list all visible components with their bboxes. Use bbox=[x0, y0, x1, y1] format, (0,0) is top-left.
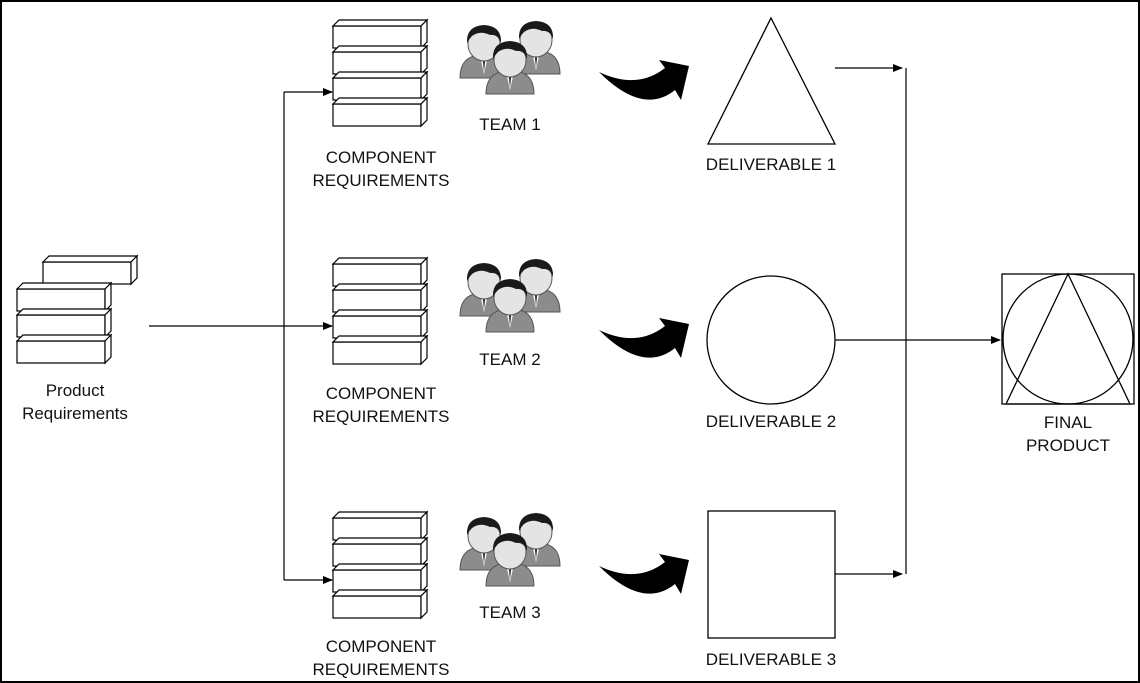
final-product-line1: FINAL bbox=[1043, 413, 1093, 432]
curved-arrow-icon-2 bbox=[599, 318, 689, 358]
team-1-people-icon bbox=[460, 21, 560, 94]
team-3-people-icon bbox=[460, 513, 560, 586]
branch-connectors bbox=[149, 88, 333, 584]
component-requirements-icon-2 bbox=[332, 257, 428, 365]
curved-arrow-icon-1 bbox=[599, 60, 689, 100]
deliverable-3-label: DELIVERABLE 3 bbox=[705, 650, 837, 669]
product-requirements-line1: Product bbox=[45, 381, 105, 400]
component-label-line1: COMPONENT bbox=[325, 384, 437, 403]
product-requirements-icon bbox=[16, 255, 138, 364]
final-product-icon bbox=[1001, 272, 1135, 405]
deliverable-2-label: DELIVERABLE 2 bbox=[705, 412, 837, 431]
deliverable-3-square bbox=[707, 510, 836, 639]
team-2-label: TEAM 2 bbox=[479, 350, 541, 369]
component-label-line2: REQUIREMENTS bbox=[312, 407, 450, 426]
component-requirements-icon-3 bbox=[332, 511, 428, 619]
final-product-line2: PRODUCT bbox=[1025, 436, 1111, 455]
deliverable-1-triangle bbox=[706, 16, 837, 145]
deliverable-1-label: DELIVERABLE 1 bbox=[705, 155, 837, 174]
component-label-line2: REQUIREMENTS bbox=[312, 171, 450, 190]
team-3-label: TEAM 3 bbox=[479, 603, 541, 622]
component-requirements-label-1: COMPONENT REQUIREMENTS bbox=[300, 146, 462, 192]
component-label-line1: COMPONENT bbox=[325, 148, 437, 167]
team-2-people-icon bbox=[460, 259, 560, 332]
component-requirements-icon-1 bbox=[332, 19, 428, 127]
component-label-line2: REQUIREMENTS bbox=[312, 660, 450, 679]
merge-connectors bbox=[835, 64, 1001, 578]
product-requirements-label: Product Requirements bbox=[8, 379, 142, 425]
final-product-label: FINAL PRODUCT bbox=[998, 411, 1138, 457]
component-requirements-label-2: COMPONENT REQUIREMENTS bbox=[300, 382, 462, 428]
product-requirements-line2: Requirements bbox=[22, 404, 128, 423]
curved-arrow-icon-3 bbox=[599, 554, 689, 594]
component-requirements-label-3: COMPONENT REQUIREMENTS bbox=[300, 635, 462, 681]
component-label-line1: COMPONENT bbox=[325, 637, 437, 656]
deliverable-2-circle bbox=[706, 275, 836, 405]
team-1-label: TEAM 1 bbox=[479, 115, 541, 134]
